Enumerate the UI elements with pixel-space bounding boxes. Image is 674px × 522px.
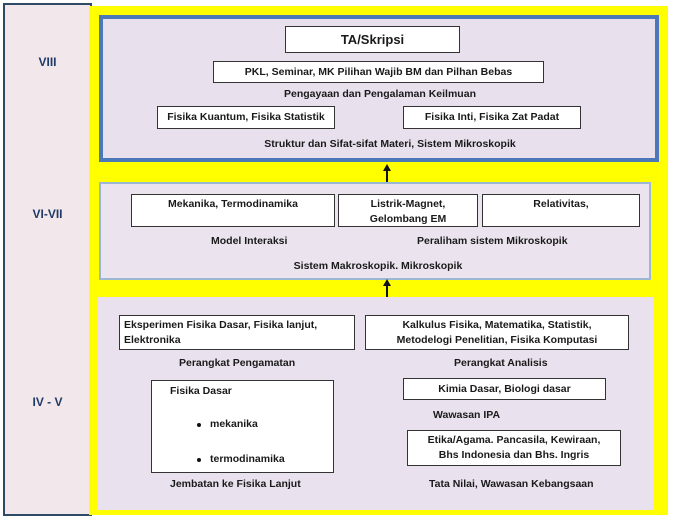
semester-vi-vii-label: VI-VII [32, 207, 63, 221]
listrik-text-2: Gelombang EM [369, 213, 447, 225]
semester-viii-label: VIII [38, 55, 57, 69]
semester-sidebar: VIII VI-VII IV - V [3, 3, 92, 516]
etika-text-1: Etika/Agama. Pancasila, Kewiraan, [427, 434, 601, 446]
listrik-text-1: Listrik-Magnet, [370, 198, 446, 210]
mekanika-box: Mekanika, Termodinamika [131, 194, 335, 227]
ta-skripsi-text: TA/Skripsi [340, 32, 405, 47]
kalkulus-box: Kalkulus Fisika, Matematika, Statistik, … [365, 315, 629, 350]
model-interaksi-label: Model Interaksi [211, 235, 288, 247]
etika-box: Etika/Agama. Pancasila, Kewiraan, Bhs In… [407, 430, 621, 466]
fisika-dasar-box: Fisika Dasar mekanika termodinamika [151, 380, 334, 473]
relativitas-box: Relativitas, [482, 194, 640, 227]
kalkulus-text-1: Kalkulus Fisika, Matematika, Statistik, [402, 318, 592, 331]
tata-nilai-label: Tata Nilai, Wawasan Kebangsaan [429, 478, 594, 490]
ta-skripsi-box: TA/Skripsi [285, 26, 460, 53]
struktur-label: Struktur dan Sifat-sifat Materi, Sistem … [264, 138, 516, 150]
bullet-icon [197, 423, 201, 427]
pengayaan-label: Pengayaan dan Pengalaman Keilmuan [284, 88, 476, 100]
arrow-up-shaft-top [386, 171, 388, 183]
mekanika-text: Mekanika, Termodinamika [168, 198, 298, 210]
eksperimen-text-1: Eksperimen Fisika Dasar, Fisika lanjut, [124, 318, 318, 331]
termodinamika-item: termodinamika [210, 453, 285, 465]
relativitas-text: Relativitas, [533, 198, 589, 210]
arrow-up-shaft-bottom [386, 286, 388, 300]
listrik-box: Listrik-Magnet, Gelombang EM [338, 194, 478, 227]
semester-iv-v-label: IV - V [32, 395, 63, 409]
eksperimen-box: Eksperimen Fisika Dasar, Fisika lanjut, … [119, 315, 355, 350]
kuantum-box: Fisika Kuantum, Fisika Statistik [157, 106, 335, 129]
sistem-label: Sistem Makroskopik. Mikroskopik [293, 260, 463, 272]
inti-box: Fisika Inti, Fisika Zat Padat [403, 106, 581, 129]
pkl-box: PKL, Seminar, MK Pilihan Wajib BM dan Pi… [213, 61, 544, 83]
kimia-box: Kimia Dasar, Biologi dasar [403, 378, 606, 400]
fisika-dasar-title: Fisika Dasar [170, 385, 232, 397]
etika-text-2: Bhs Indonesia dan Bhs. Ingris [438, 449, 590, 461]
kalkulus-text-2: Metodelogi Penelitian, Fisika Komputasi [396, 333, 598, 346]
arrow-up-icon [383, 164, 391, 171]
kimia-text: Kimia Dasar, Biologi dasar [438, 382, 571, 395]
arrow-up-icon-2 [383, 279, 391, 286]
pkl-text: PKL, Seminar, MK Pilihan Wajib BM dan Pi… [244, 65, 513, 78]
bullet-icon-2 [197, 458, 201, 462]
wawasan-ipa-label: Wawasan IPA [433, 409, 501, 421]
jembatan-label: Jembatan ke Fisika Lanjut [170, 478, 301, 490]
perangkat-analisis-label: Perangkat Analisis [454, 357, 548, 369]
kuantum-text: Fisika Kuantum, Fisika Statistik [167, 111, 325, 123]
peralihan-label: Peraliham sistem Mikroskopik [417, 235, 568, 247]
mekanika-item: mekanika [210, 418, 258, 430]
inti-text: Fisika Inti, Fisika Zat Padat [424, 111, 560, 123]
perangkat-pengamatan-label: Perangkat Pengamatan [179, 357, 296, 369]
eksperimen-text-2: Elektronika [124, 333, 181, 346]
